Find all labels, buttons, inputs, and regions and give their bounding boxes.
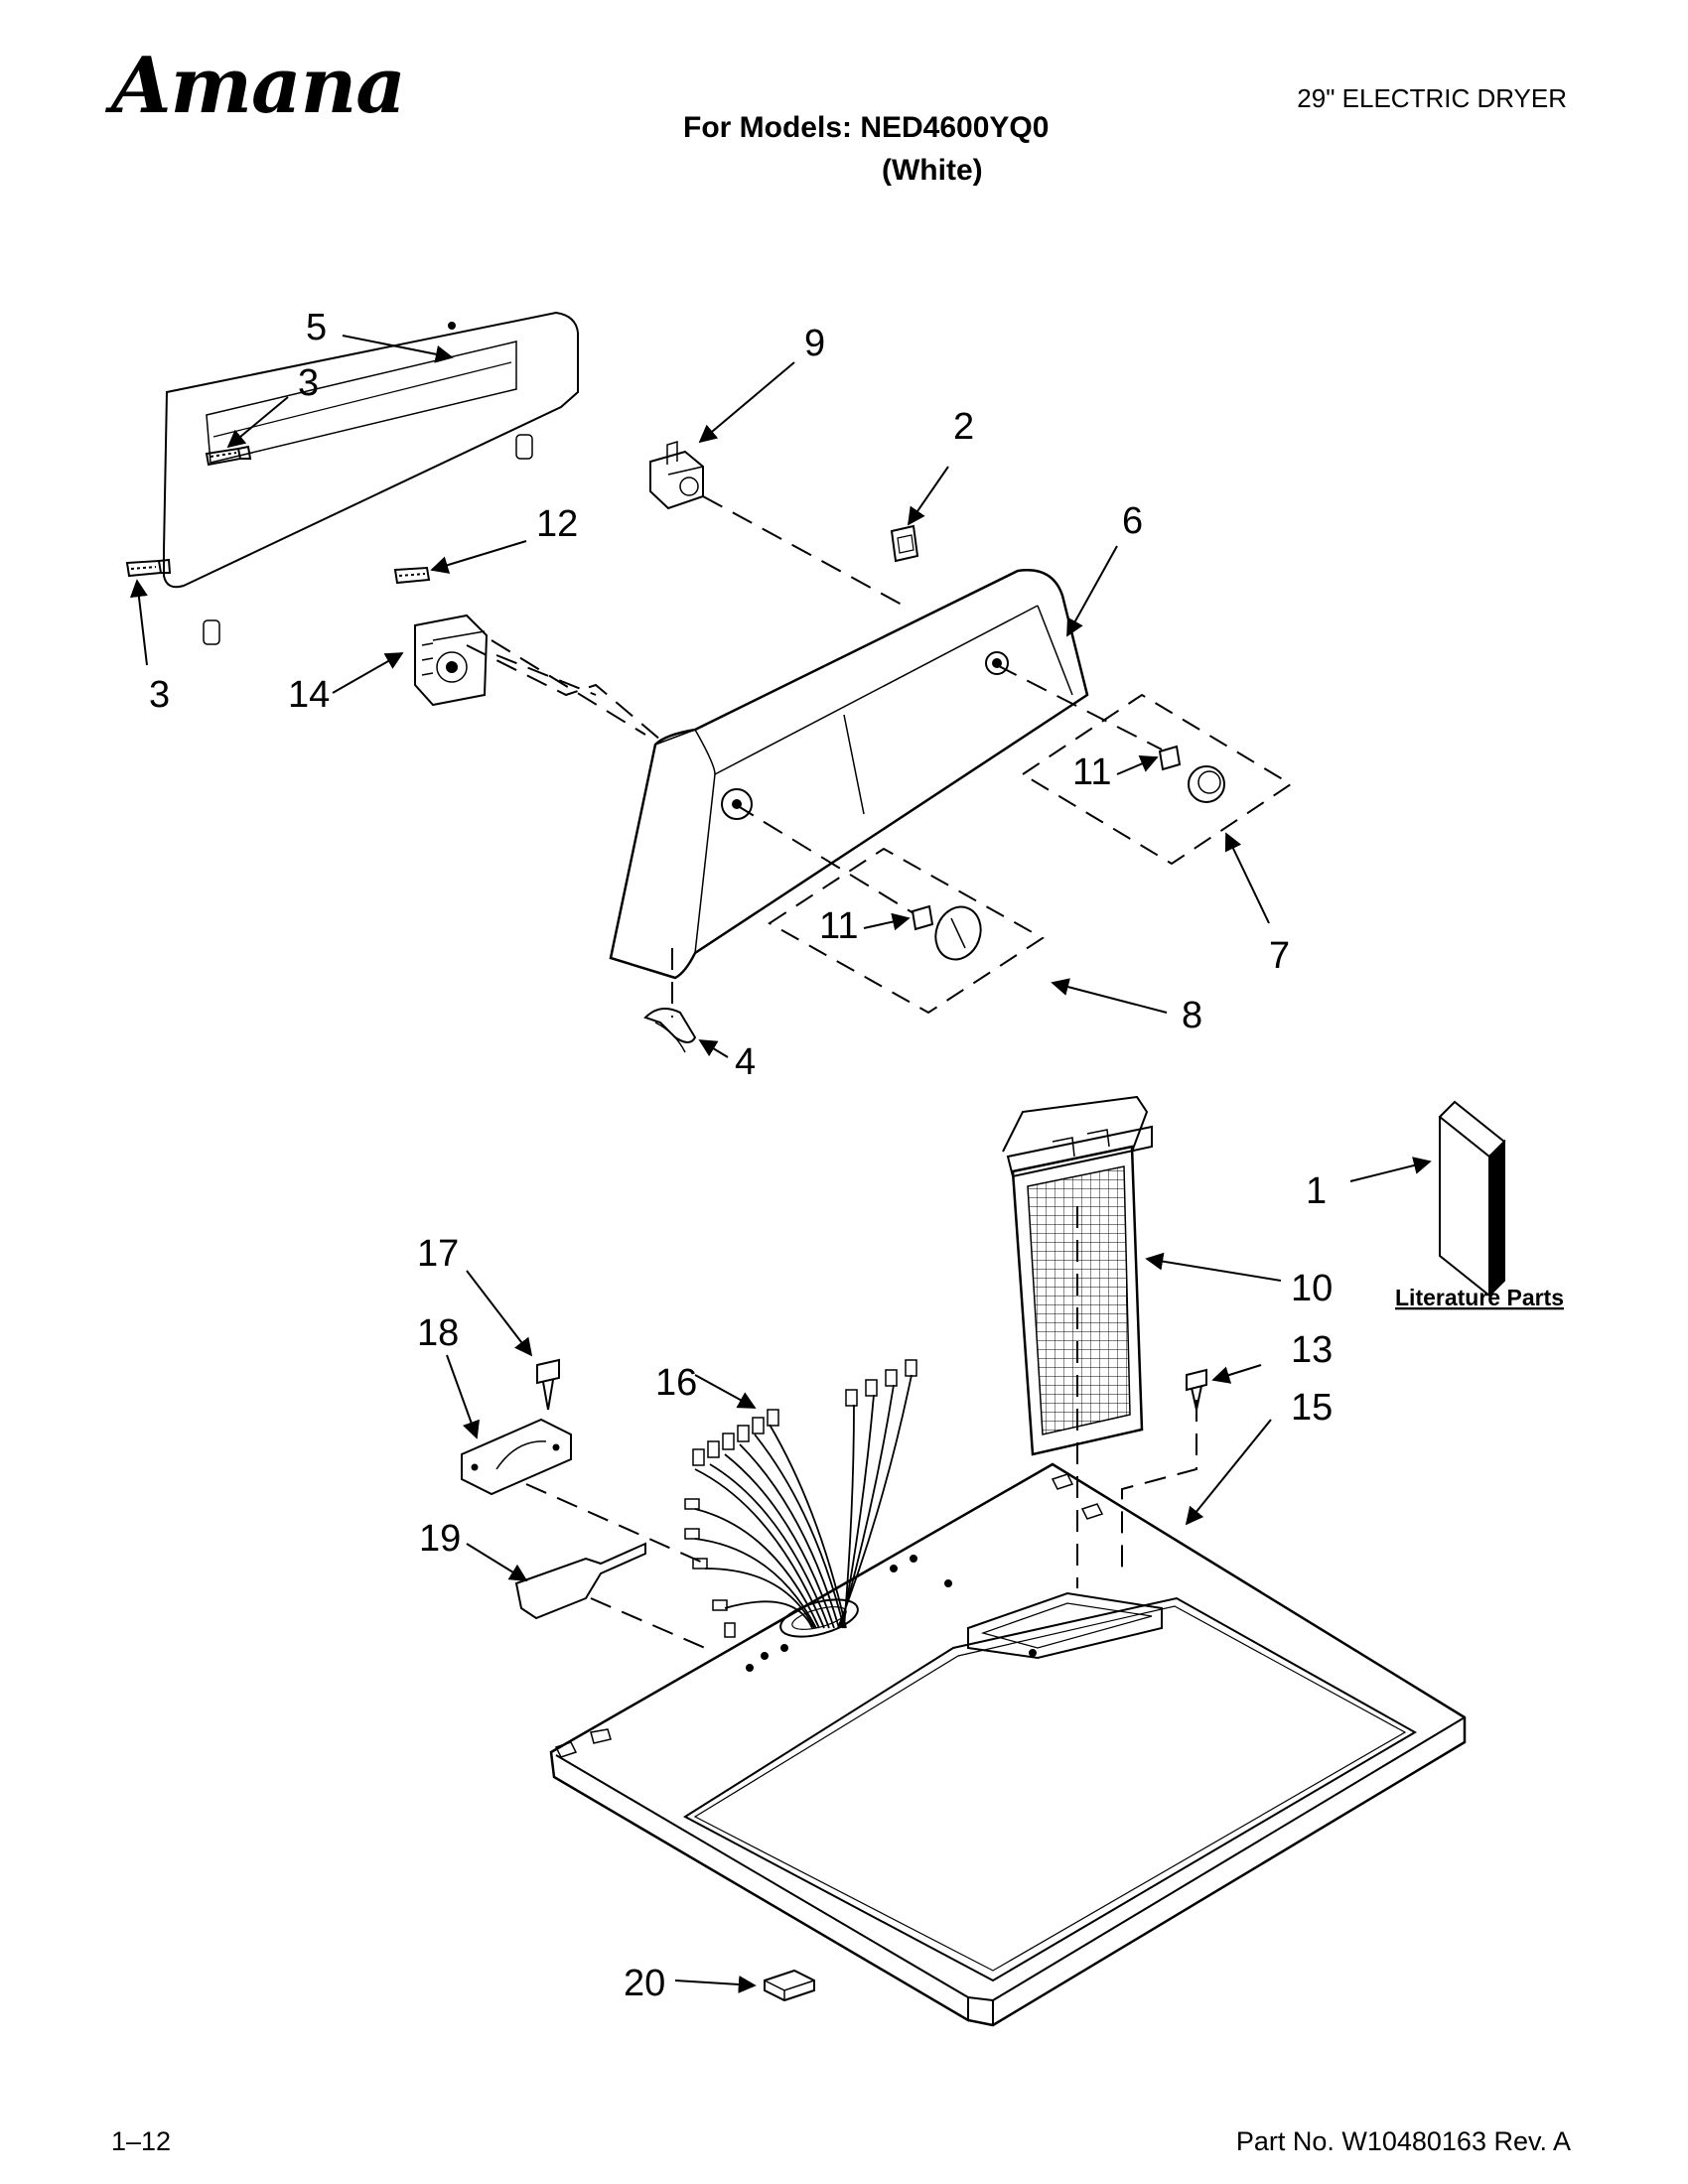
- callout-16: 16: [655, 1362, 697, 1404]
- wire-harness: [694, 1374, 913, 1629]
- arrow-11a: [1116, 755, 1159, 775]
- knob-assembly-7: [1021, 693, 1293, 866]
- callout-7: 7: [1269, 935, 1290, 977]
- console: [609, 569, 1089, 980]
- callout-2: 2: [953, 406, 974, 448]
- arrow-6: [1066, 545, 1118, 637]
- arrow-14: [332, 652, 404, 694]
- screw-17: [536, 1358, 560, 1411]
- hinge-clip: [643, 1008, 697, 1053]
- arrow-13: [1211, 1364, 1262, 1384]
- callout-15: 15: [1291, 1387, 1333, 1429]
- callout-20: 20: [624, 1963, 665, 2004]
- callout-17: 17: [417, 1233, 459, 1275]
- callout-12: 12: [536, 503, 578, 545]
- callout-5: 5: [306, 307, 327, 348]
- screw-12: [393, 566, 431, 585]
- callout-18: 18: [417, 1312, 459, 1354]
- arrow-10: [1145, 1252, 1282, 1282]
- brand-logo: Amana: [111, 41, 406, 131]
- arrow-4: [698, 1039, 729, 1058]
- arrow-17: [466, 1270, 533, 1357]
- callout-13: 13: [1291, 1329, 1333, 1371]
- knob-assembly-8: [768, 847, 1045, 1015]
- top-panel: [549, 1462, 1467, 2027]
- screw-13: [1186, 1368, 1207, 1411]
- plate-19: [514, 1542, 646, 1620]
- literature-book: [1438, 1100, 1506, 1298]
- timer: [414, 614, 489, 707]
- product-type: 29" ELECTRIC DRYER: [1297, 83, 1567, 113]
- arrow-5: [342, 335, 454, 363]
- arrow-12: [430, 540, 527, 574]
- arrow-3a: [226, 396, 289, 449]
- callout-8: 8: [1182, 995, 1202, 1036]
- arrow-8: [1051, 978, 1168, 1014]
- arrow-11b: [863, 912, 911, 931]
- rear-panel: [163, 311, 579, 645]
- arrow-2: [907, 466, 949, 526]
- clip: [890, 524, 919, 563]
- literature-parts-label: Literature Parts: [1395, 1285, 1564, 1310]
- callout-4: 4: [735, 1041, 756, 1083]
- arrow-15: [1185, 1419, 1272, 1526]
- callout-19: 19: [419, 1518, 461, 1560]
- callout-3-upper: 3: [298, 362, 319, 404]
- arrow-7: [1224, 832, 1270, 924]
- arrow-3b: [129, 579, 148, 666]
- callout-14: 14: [288, 674, 330, 716]
- callout-11-left: 11: [819, 905, 858, 947]
- model-number: For Models: NED4600YQ0: [683, 111, 1050, 144]
- screw-lower: [125, 558, 172, 578]
- callout-9: 9: [804, 323, 825, 364]
- callout-6: 6: [1122, 500, 1143, 542]
- page-number: 1–12: [111, 2126, 172, 2156]
- arrow-1: [1349, 1157, 1432, 1182]
- pad-20: [764, 1969, 815, 2002]
- callout-11-right: 11: [1072, 751, 1111, 793]
- part-number: Part No. W10480163 Rev. A: [1235, 2126, 1571, 2156]
- bracket-18: [461, 1418, 572, 1496]
- model-color: (White): [882, 154, 983, 187]
- callout-1: 1: [1306, 1170, 1327, 1212]
- arrow-9: [698, 361, 795, 444]
- lint-screen: [1002, 1095, 1153, 1456]
- arrow-19: [466, 1543, 528, 1581]
- wire-terminals: [684, 1359, 917, 1638]
- callout-3-lower: 3: [149, 674, 170, 716]
- arrow-20: [674, 1976, 757, 1993]
- switch: [649, 440, 704, 510]
- arrow-18: [446, 1354, 480, 1439]
- arrow-16: [694, 1374, 757, 1409]
- callout-10: 10: [1291, 1268, 1333, 1309]
